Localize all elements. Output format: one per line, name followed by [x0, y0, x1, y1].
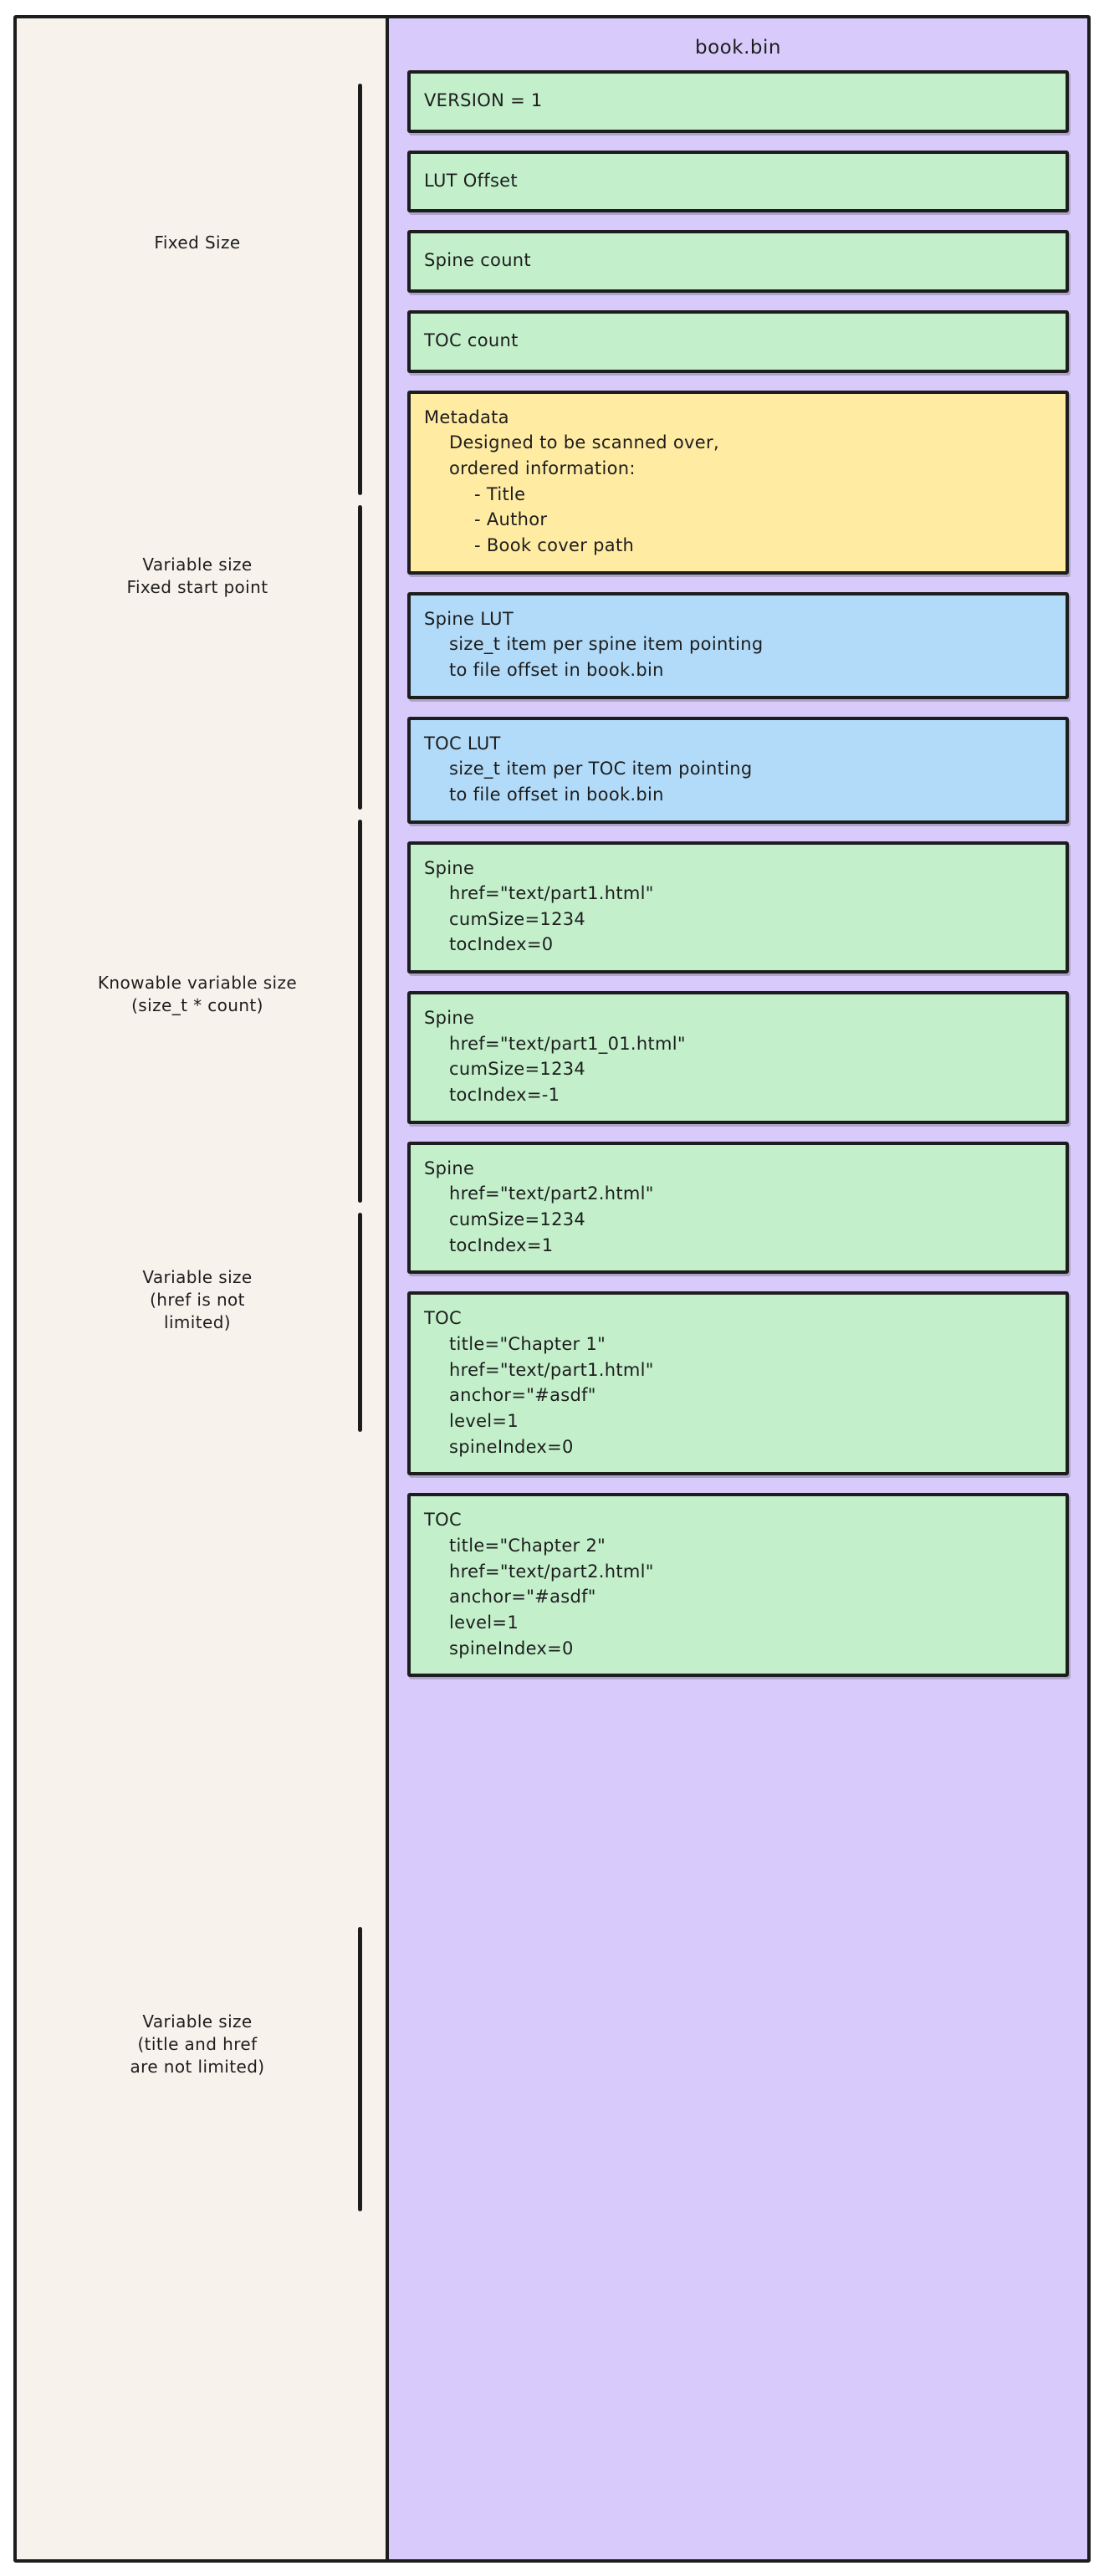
block-toc-1-body: title="Chapter 1" href="text/part1.html"…	[449, 1334, 654, 1457]
block-toc-1-head: TOC	[424, 1308, 462, 1329]
bracket-knowable-variable-size	[358, 820, 362, 1203]
annotation-fixed-size: Fixed Size	[154, 233, 241, 253]
block-version: VERSION = 1	[407, 70, 1069, 133]
block-spine-3: Spine href="text/part2.html" cumSize=123…	[407, 1141, 1069, 1275]
annotation-variable-title-href: Variable size (title and href are not li…	[130, 2011, 265, 2077]
block-version-head: VERSION = 1	[424, 90, 543, 110]
bracket-variable-title-href	[358, 1927, 362, 2211]
block-metadata: Metadata Designed to be scanned over, or…	[407, 390, 1069, 575]
diagram-outer-frame: Fixed Size Variable size Fixed start poi…	[13, 15, 1091, 2563]
block-lut-offset-head: LUT Offset	[424, 170, 518, 191]
block-spine-1-body: href="text/part1.html" cumSize=1234 tocI…	[449, 883, 654, 955]
block-metadata-list: - Title - Author - Book cover path	[474, 483, 635, 555]
block-toc-lut-body: size_t item per TOC item pointing to fil…	[449, 759, 753, 805]
block-toc-2-body: title="Chapter 2" href="text/part2.html"…	[449, 1535, 654, 1659]
block-spine-lut: Spine LUT size_t item per spine item poi…	[407, 591, 1069, 699]
block-stack: VERSION = 1 LUT Offset Spine count TOC c…	[407, 70, 1069, 1697]
bookbin-column: book.bin VERSION = 1 LUT Offset Spine co…	[389, 18, 1087, 2559]
block-spine-2-body: href="text/part1_01.html" cumSize=1234 t…	[449, 1033, 686, 1106]
block-toc-count: TOC count	[407, 309, 1069, 373]
block-metadata-body: Designed to be scanned over, ordered inf…	[449, 432, 719, 478]
annotations-column: Fixed Size Variable size Fixed start poi…	[17, 18, 389, 2559]
bracket-fixed-size	[358, 84, 362, 495]
block-spine-3-body: href="text/part2.html" cumSize=1234 tocI…	[449, 1183, 654, 1255]
block-toc-lut: TOC LUT size_t item per TOC item pointin…	[407, 716, 1069, 824]
block-toc-count-head: TOC count	[424, 330, 519, 350]
block-spine-2: Spine href="text/part1_01.html" cumSize=…	[407, 991, 1069, 1124]
block-toc-1: TOC title="Chapter 1" href="text/part1.h…	[407, 1291, 1069, 1476]
block-toc-2-head: TOC	[424, 1510, 462, 1531]
file-title: book.bin	[695, 37, 781, 59]
block-metadata-head: Metadata	[424, 406, 509, 427]
annotation-knowable-variable-size: Knowable variable size (size_t * count)	[97, 973, 298, 1015]
block-toc-2: TOC title="Chapter 2" href="text/part2.h…	[407, 1493, 1069, 1678]
block-spine-count: Spine count	[407, 230, 1069, 293]
block-spine-1: Spine href="text/part1.html" cumSize=123…	[407, 841, 1069, 974]
block-spine-lut-head: Spine LUT	[424, 608, 514, 629]
block-spine-2-head: Spine	[424, 1008, 475, 1029]
block-spine-3-head: Spine	[424, 1158, 475, 1178]
bracket-variable-fixed-start	[358, 505, 362, 810]
annotation-variable-href: Variable size (href is not limited)	[142, 1267, 253, 1332]
block-spine-1-head: Spine	[424, 857, 475, 878]
annotation-variable-fixed-start: Variable size Fixed start point	[126, 555, 268, 597]
block-spine-lut-body: size_t item per spine item pointing to f…	[449, 634, 764, 680]
block-toc-lut-head: TOC LUT	[424, 733, 501, 754]
bracket-variable-href	[358, 1213, 362, 1432]
block-spine-count-head: Spine count	[424, 250, 531, 271]
block-lut-offset: LUT Offset	[407, 150, 1069, 213]
